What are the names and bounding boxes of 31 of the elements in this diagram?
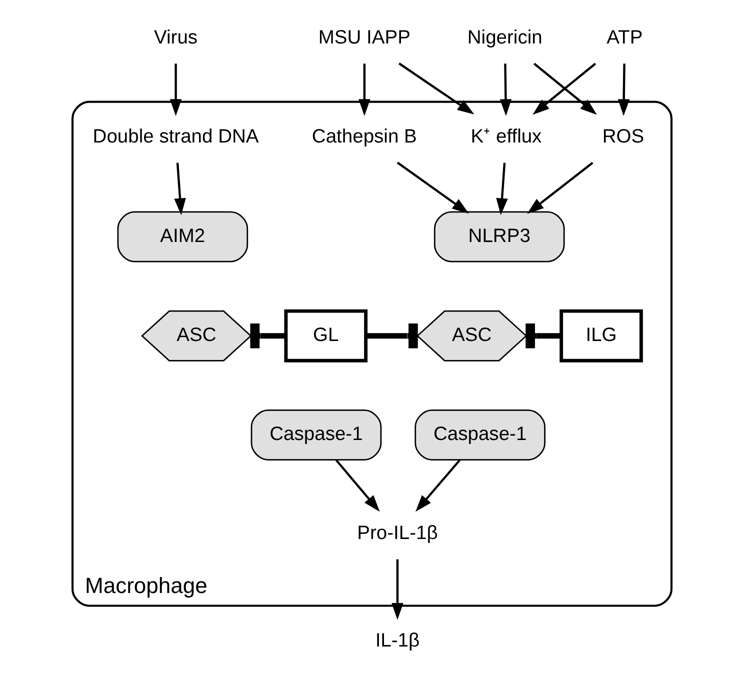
node-box: NLRP3 bbox=[433, 211, 564, 262]
node-text: Cathepsin B bbox=[311, 126, 416, 148]
arrow bbox=[526, 162, 593, 214]
node-text: ROS bbox=[602, 126, 644, 148]
node-text: IL-1β bbox=[374, 630, 420, 652]
node-text: MSU IAPP bbox=[318, 28, 410, 49]
arrow bbox=[334, 460, 380, 512]
connector bbox=[366, 323, 418, 348]
arrow bbox=[358, 64, 370, 116]
node-text: Virus bbox=[154, 28, 198, 49]
arrow bbox=[391, 559, 403, 620]
arrow bbox=[496, 162, 508, 216]
node-text: Double strand DNA bbox=[92, 126, 258, 148]
node-box: Caspase-1 bbox=[414, 410, 545, 460]
node-box: ILG bbox=[559, 309, 642, 362]
node-box: Caspase-1 bbox=[250, 410, 382, 460]
connector bbox=[250, 323, 286, 348]
node-box: AIM2 bbox=[116, 211, 248, 262]
arrow bbox=[499, 64, 512, 116]
node-text: Pro-IL-1β bbox=[356, 523, 438, 544]
arrow bbox=[617, 64, 630, 116]
node-text: Nigericin bbox=[466, 28, 542, 49]
connector bbox=[525, 323, 560, 348]
node-text: K⁺ efflux bbox=[470, 126, 542, 148]
node-text: ATP bbox=[606, 28, 642, 49]
arrow bbox=[174, 162, 186, 216]
node-box: GL bbox=[284, 309, 368, 362]
arrow bbox=[398, 62, 474, 114]
arrow bbox=[396, 162, 468, 214]
arrow bbox=[169, 64, 182, 116]
arrow bbox=[414, 459, 460, 512]
